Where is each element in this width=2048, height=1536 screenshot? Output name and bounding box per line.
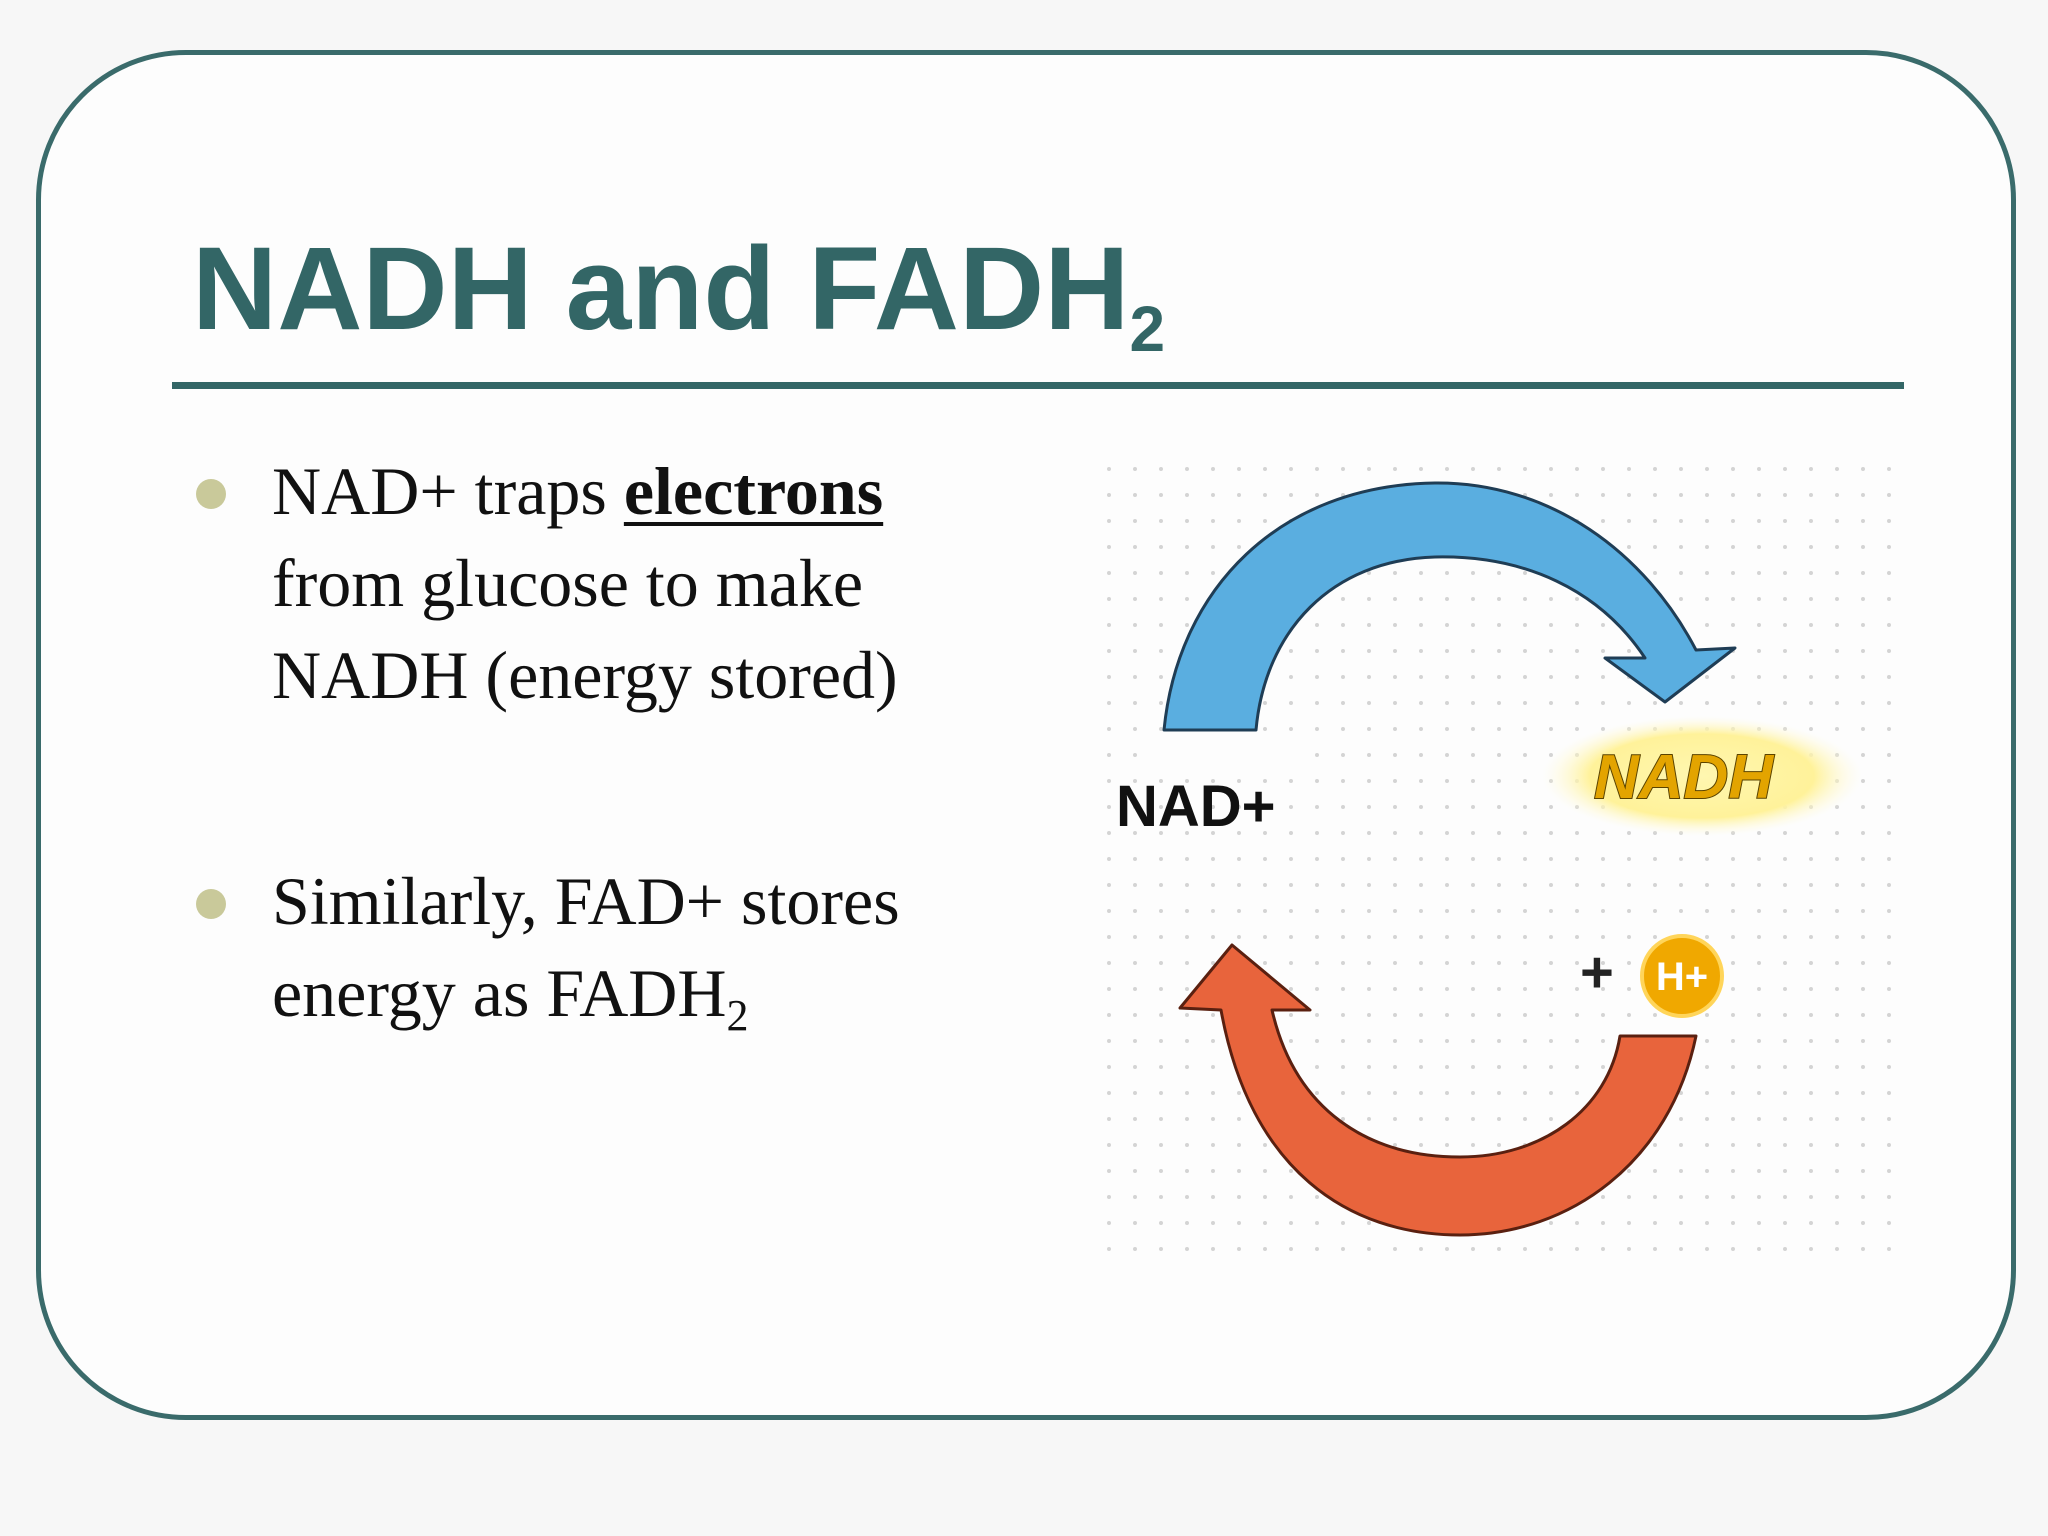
bullet-dot-icon <box>196 889 226 919</box>
bullet-item-fad: Similarly, FAD+ stores energy as FADH2 <box>192 855 1032 1039</box>
bullet-dot-icon <box>196 479 226 509</box>
bullet-text-end: from glucose to make NADH (energy stored… <box>272 545 898 713</box>
plus-sign-label: + <box>1580 940 1614 1005</box>
proton-circle-icon <box>1640 934 1724 1018</box>
nadh-glow <box>1542 716 1862 836</box>
top-arrow-icon <box>1162 481 1737 732</box>
proton-label: H+ <box>1656 955 1708 999</box>
bullet-text-start: NAD+ traps <box>272 453 624 529</box>
slide-title-subscript: 2 <box>1129 293 1166 365</box>
dotted-background <box>1085 445 1905 1255</box>
nad-nadh-cycle-diagram: NAD+ NADH + H+ <box>1080 440 1910 1260</box>
bullet-emphasis-electrons: electrons <box>623 453 884 529</box>
nad-label-backdrop <box>1140 750 1300 770</box>
slide-title-text: NADH and FADH <box>192 223 1130 355</box>
slide-title: NADH and FADH2 <box>192 230 1165 361</box>
bullet-subscript: 2 <box>726 991 749 1040</box>
bottom-arrow-icon <box>1178 943 1698 1237</box>
nadh-label: NADH <box>1594 743 1774 812</box>
bullet-list: NAD+ traps electrons from glucose to mak… <box>192 445 1032 1039</box>
cycle-diagram-svg: NAD+ NADH + H+ <box>1085 445 1905 1255</box>
bullet-item-nad: NAD+ traps electrons from glucose to mak… <box>192 445 1032 721</box>
title-underline-rule <box>172 382 1904 389</box>
nad-plus-label: NAD+ <box>1116 774 1276 839</box>
bullet-text: Similarly, FAD+ stores energy as FADH <box>272 863 900 1031</box>
